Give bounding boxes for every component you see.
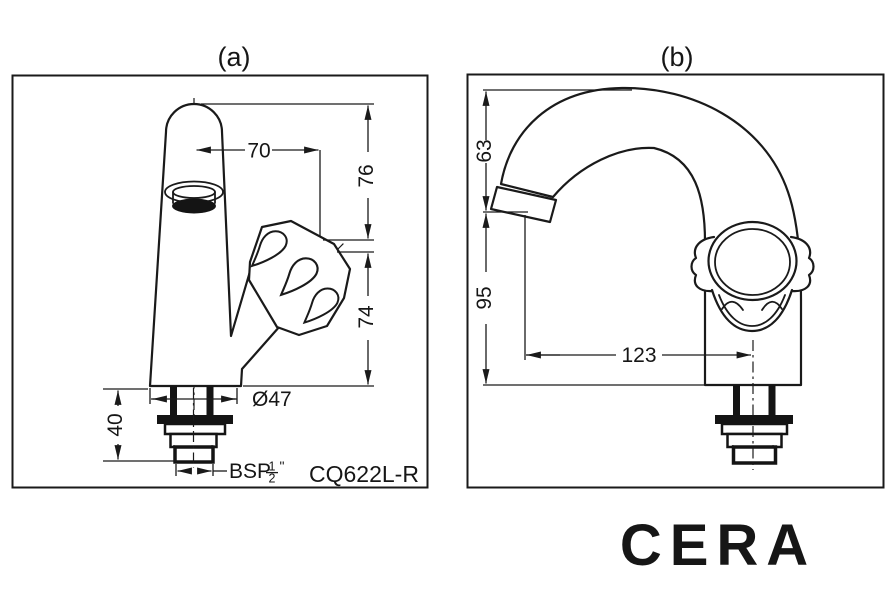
dim-76: 76: [201, 103, 378, 241]
dim-dia47-label: Ø47: [252, 388, 292, 411]
dim-123: 123: [524, 215, 752, 367]
dim-70-label: 70: [247, 140, 270, 163]
panel-b-label: (b): [661, 42, 694, 72]
mounting-shank-a: [157, 386, 233, 468]
dim-76-label: 76: [355, 164, 378, 187]
dim-63: 63: [473, 89, 632, 213]
panel-a-label: (a): [218, 42, 251, 72]
knob-skirt: [710, 288, 794, 333]
cera-logo: CERA: [620, 513, 816, 578]
thread-tail: [731, 445, 778, 465]
knob-face-inner-ring: [714, 228, 791, 296]
spout-outlet: [164, 180, 224, 214]
base-flange: [715, 415, 793, 424]
knob-face: [707, 220, 798, 302]
knob-grip-recess: [302, 287, 340, 325]
dim-70: 70: [196, 140, 321, 236]
dim-95: 95: [473, 213, 705, 386]
tap-handle-knob-side: [690, 220, 815, 333]
model-code: CQ622L-R: [309, 461, 419, 487]
thread-fraction-numerator: 1: [269, 460, 276, 474]
tap-handle-knob: [247, 219, 352, 337]
mounting-shank-b: [715, 340, 793, 470]
dim-123-label: 123: [621, 344, 656, 367]
dim-dia47: Ø47: [149, 388, 292, 411]
spout-opening: [172, 198, 216, 214]
dim-95-label: 95: [473, 286, 496, 309]
lock-nut: [726, 432, 783, 449]
dim-40: 40: [103, 388, 177, 462]
panel-a: (a): [11, 42, 429, 489]
thread-label: BSP: [229, 460, 271, 483]
dim-thread-bsp: BSP 1 2 ": [175, 458, 285, 486]
thread-fraction-denominator: 2: [269, 472, 276, 486]
panel-a-border: [11, 74, 429, 489]
knob-grip-recess: [279, 257, 319, 297]
dim-74-label: 74: [355, 305, 378, 329]
dim-40-label: 40: [104, 413, 127, 436]
dim-74: 74: [243, 251, 378, 387]
dim-63-label: 63: [473, 139, 496, 162]
panel-b: (b): [466, 42, 885, 489]
spout-nozzle: [489, 185, 558, 224]
panel-b-border: [466, 73, 885, 489]
thread-inch-mark: ": [280, 458, 285, 474]
knob-grip-recess: [250, 230, 288, 268]
base-flange: [157, 415, 233, 424]
